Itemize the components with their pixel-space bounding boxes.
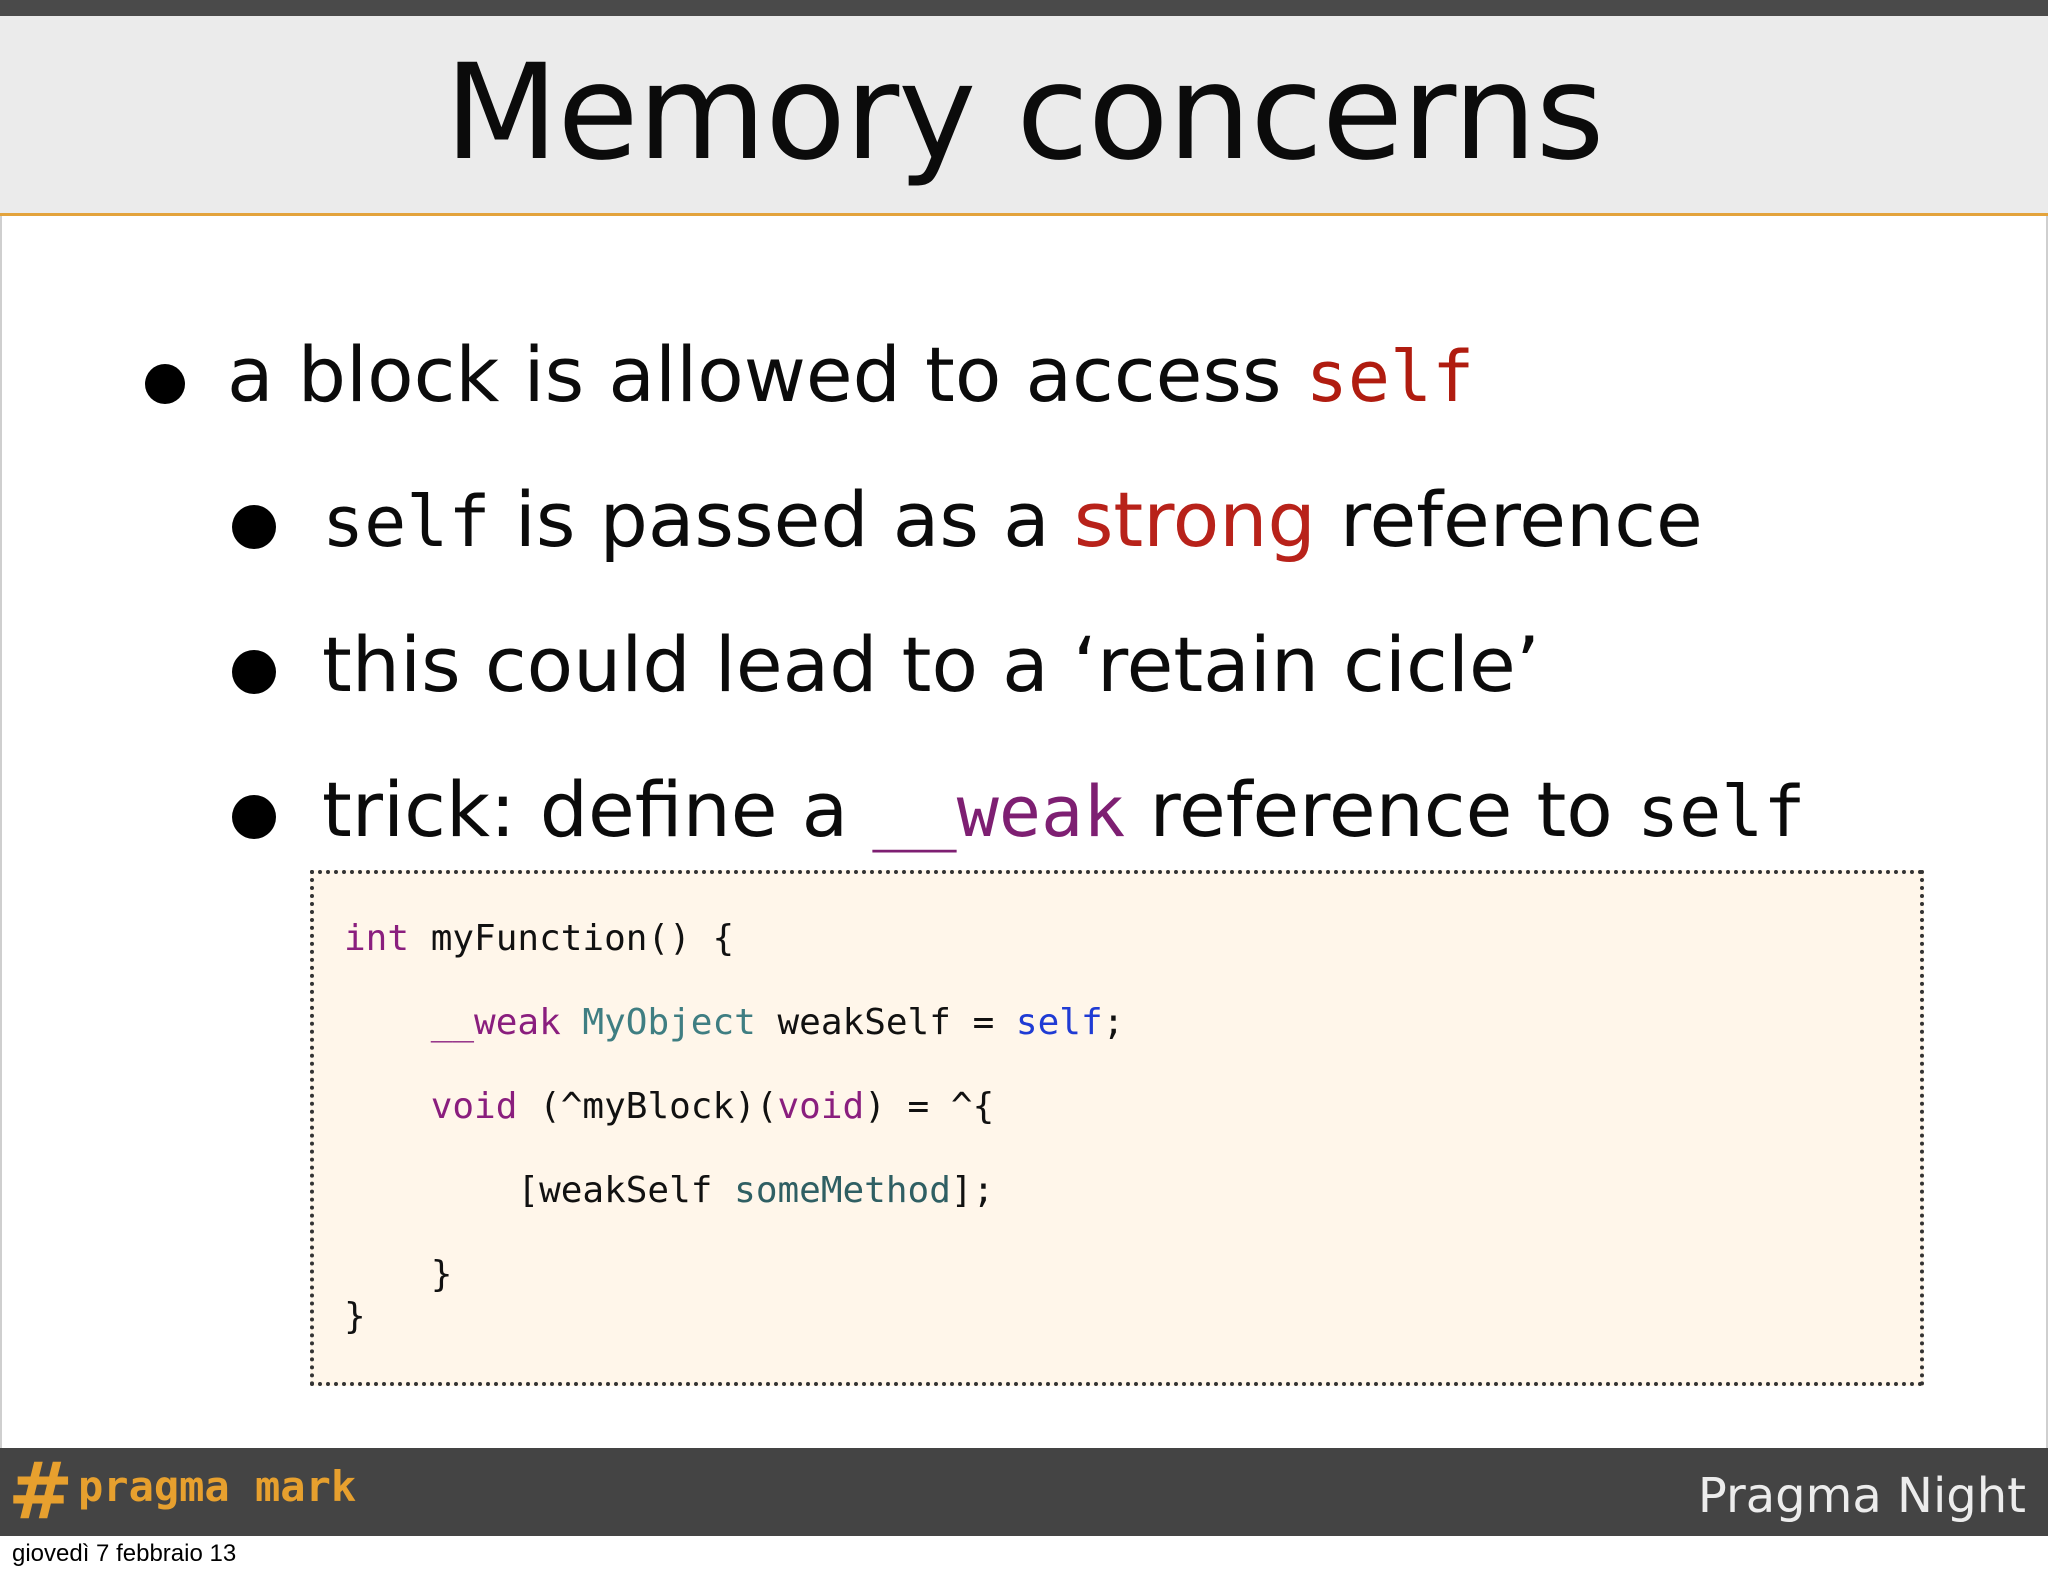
bullet-4-text: trick: define a __weak reference to self <box>322 765 1806 854</box>
pragma-mark-logo: pragma mark <box>78 1462 357 1511</box>
code-line-6: } <box>344 1296 366 1337</box>
bullet-2-highlight: strong <box>1073 475 1316 564</box>
bullet-dot-icon <box>232 505 276 549</box>
footer-bar: # pragma mark Pragma Night <box>0 1448 2048 1536</box>
bullet-dot-icon <box>232 650 276 694</box>
code-text: myFunction() { <box>409 918 735 959</box>
frame-border-right <box>2046 216 2048 1448</box>
code-keyword: void <box>430 1086 518 1127</box>
code-line-1: int myFunction() { <box>344 918 734 959</box>
code-keyword: __weak <box>430 1002 561 1043</box>
bullet-2-code: self <box>322 481 491 563</box>
code-type: MyObject <box>560 1002 756 1043</box>
bullet-4-label-before: trick: define a <box>322 765 873 854</box>
code-indent <box>344 1170 517 1211</box>
code-text: ; <box>1102 1002 1125 1043</box>
bullet-4-label-middle: reference to <box>1125 765 1637 854</box>
bullet-1-label: a block is allowed to access <box>227 330 1306 419</box>
code-indent <box>344 1002 431 1043</box>
title-band: Memory concerns <box>0 16 2048 216</box>
top-bar <box>0 0 2048 16</box>
code-indent <box>344 1086 431 1127</box>
bullet-1-code: self <box>1305 336 1475 418</box>
code-text: ) = ^{ <box>864 1086 995 1127</box>
bullet-2-text: self is passed as a strong reference <box>322 475 1703 564</box>
code-text: [weakSelf <box>517 1170 735 1211</box>
code-line-3: void (^myBlock)(void) = ^{ <box>344 1086 995 1127</box>
frame-border-left <box>0 216 2 1448</box>
bullet-4-code: __weak <box>872 771 1126 853</box>
bullet-2-label-before: is passed as a <box>490 475 1074 564</box>
bullet-2-label-after: reference <box>1315 475 1703 564</box>
bullet-4-code-2: self <box>1636 771 1806 853</box>
code-text: weakSelf = <box>755 1002 1016 1043</box>
bullet-1-text: a block is allowed to access self <box>227 330 1474 419</box>
code-keyword: int <box>344 918 410 959</box>
code-text: } <box>430 1254 453 1295</box>
bullet-3-text: this could lead to a ‘retain cicle’ <box>322 620 1540 709</box>
code-text: ]; <box>950 1170 995 1211</box>
footer-event-name: Pragma Night <box>1697 1468 2026 1524</box>
code-line-4: [weakSelf someMethod]; <box>344 1170 994 1211</box>
code-text: (^myBlock)( <box>517 1086 778 1127</box>
slide-title: Memory concerns <box>444 36 1605 190</box>
code-text: } <box>344 1296 366 1337</box>
bullet-dot-icon <box>145 364 185 404</box>
code-box: int myFunction() { __weak MyObject weakS… <box>310 870 1924 1386</box>
code-line-2: __weak MyObject weakSelf = self; <box>344 1002 1125 1043</box>
slide-date: giovedì 7 febbraio 13 <box>12 1540 237 1567</box>
hash-logo-icon: # <box>8 1447 74 1537</box>
code-self-keyword: self <box>1015 1002 1103 1043</box>
bullet-dot-icon <box>232 795 276 839</box>
code-method: someMethod <box>734 1170 951 1211</box>
code-keyword: void <box>777 1086 865 1127</box>
code-indent <box>344 1254 431 1295</box>
code-line-5: } <box>344 1254 453 1295</box>
